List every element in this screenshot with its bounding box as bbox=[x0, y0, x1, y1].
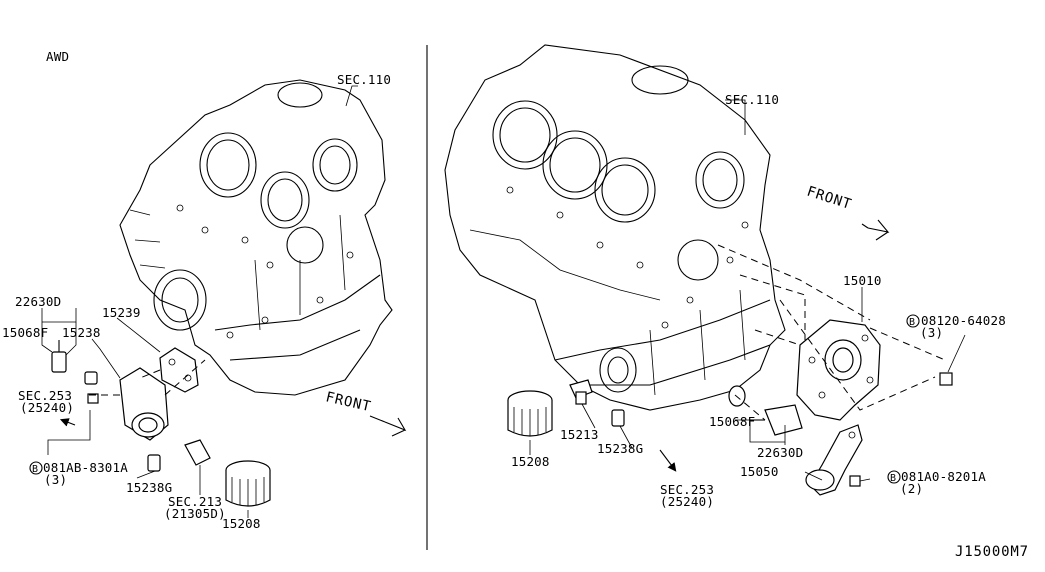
label-left-15208: 15208 bbox=[222, 516, 261, 531]
left-leaders bbox=[41, 85, 358, 518]
label-right-15213: 15213 bbox=[560, 427, 599, 442]
label-left-bolt-code: 081AB-8301A bbox=[43, 460, 128, 475]
label-left-front: FRONT bbox=[324, 389, 373, 415]
right-leaders bbox=[529, 99, 966, 482]
label-left-15238: 15238 bbox=[62, 325, 101, 340]
right-bolt-symbol-top-letter: B bbox=[909, 317, 915, 328]
label-left-15068f: 15068F bbox=[2, 325, 48, 340]
label-left-sec213: SEC.213 bbox=[168, 494, 222, 509]
label-right-bolt-qty-top: (3) bbox=[920, 325, 943, 340]
left-engine-block bbox=[119, 79, 393, 396]
diagram-id: J15000M7 bbox=[955, 544, 1029, 560]
right-bolt-symbol-bottom-letter: B bbox=[890, 473, 896, 484]
label-right-15050: 15050 bbox=[740, 464, 779, 479]
label-left-22630d: 22630D bbox=[15, 294, 61, 309]
label-right-15068f: 15068F bbox=[709, 414, 755, 429]
label-right-sec253-ref: (25240) bbox=[660, 494, 714, 509]
left-bolt-symbol-letter: B bbox=[32, 464, 38, 475]
right-front-arrow bbox=[867, 219, 890, 241]
left-bolt-symbol: B bbox=[29, 461, 43, 475]
label-left-15239: 15239 bbox=[102, 305, 141, 320]
label-right-22630d: 22630D bbox=[757, 445, 803, 460]
label-right-sec110: SEC.110 bbox=[725, 92, 779, 107]
label-right-bolt-code-top: 08120-64028 bbox=[921, 313, 1006, 328]
label-right-front: FRONT bbox=[805, 184, 854, 213]
left-oil-cooler-assembly bbox=[51, 340, 271, 507]
label-right-bolt-qty-bottom: (2) bbox=[900, 481, 923, 496]
label-left-sec253-ref: (25240) bbox=[20, 400, 74, 415]
label-left-15238g: 15238G bbox=[126, 480, 172, 495]
label-left-sec213-ref: (21305D) bbox=[164, 506, 226, 521]
right-bolt-symbol-bottom: B bbox=[887, 470, 901, 484]
right-oil-pump-assembly bbox=[507, 244, 953, 496]
left-front-arrow bbox=[384, 417, 407, 437]
label-left-sec110: SEC.110 bbox=[337, 72, 391, 87]
label-awd: AWD bbox=[46, 49, 69, 64]
label-right-15010: 15010 bbox=[843, 273, 882, 288]
label-left-bolt-qty: (3) bbox=[44, 472, 67, 487]
right-bolt-symbol-top: B bbox=[906, 314, 920, 328]
label-right-sec253: SEC.253 bbox=[660, 482, 714, 497]
label-right-15208: 15208 bbox=[511, 454, 550, 469]
label-left-sec253: SEC.253 bbox=[18, 388, 72, 403]
right-engine-block bbox=[444, 44, 786, 411]
label-right-bolt-code-bottom: 081A0-8201A bbox=[901, 469, 986, 484]
label-right-15238g: 15238G bbox=[597, 441, 643, 456]
